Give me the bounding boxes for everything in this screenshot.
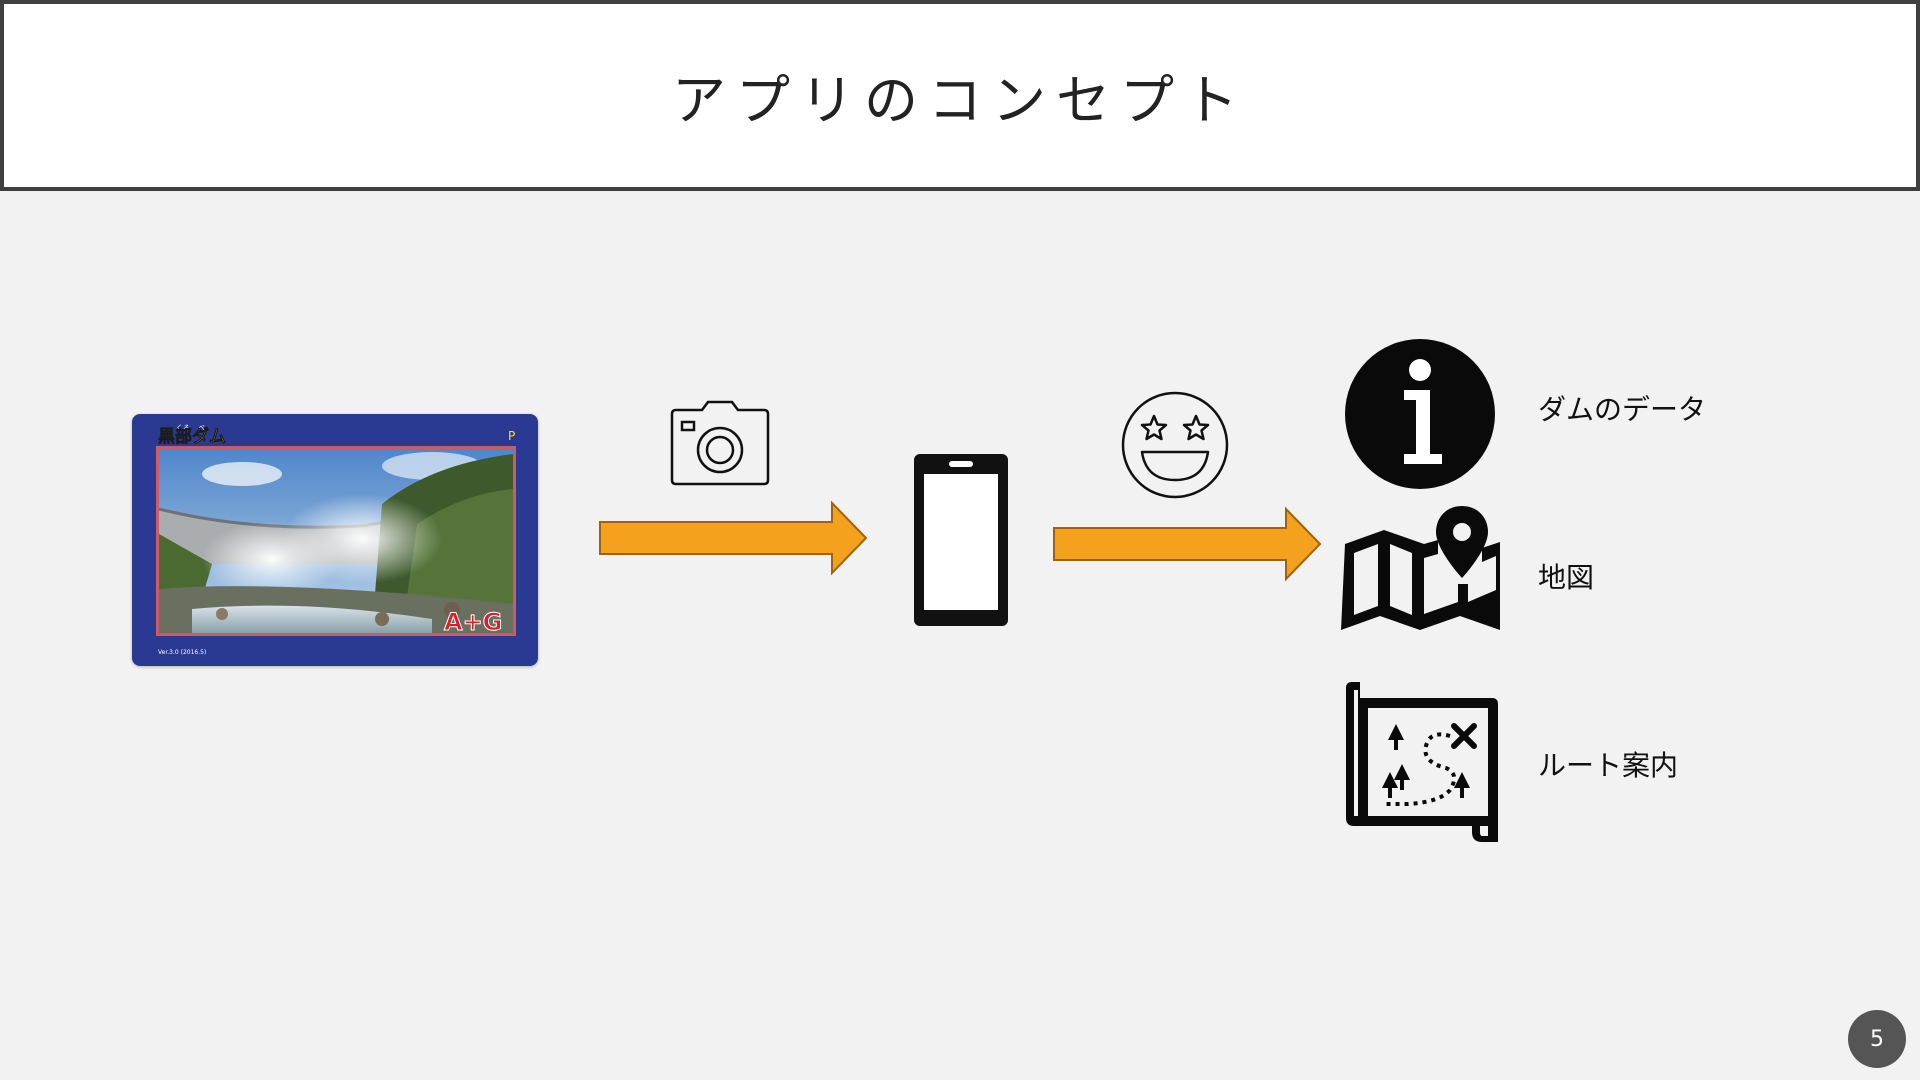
card-classification-badge: A+G xyxy=(444,608,502,636)
arrow-right-1 xyxy=(599,500,868,576)
info-icon xyxy=(1345,339,1495,489)
feature-label-route-guide: ルート案内 xyxy=(1538,749,1679,782)
card-photo xyxy=(158,449,513,633)
feature-label-dam-data: ダムのデータ xyxy=(1538,393,1707,426)
smartphone-icon xyxy=(914,454,1008,626)
card-version: Ver.3.0 (2016.5) xyxy=(158,649,206,656)
star-eyes-face-icon xyxy=(1121,391,1229,499)
page-number-badge: 5 xyxy=(1848,1010,1906,1068)
camera-icon xyxy=(670,400,770,486)
card-furigana-1: くろ xyxy=(176,424,190,432)
title-bar: アプリのコンセプト xyxy=(0,0,1920,191)
feature-label-map: 地図 xyxy=(1538,561,1595,594)
card-title: 黒部ダム xyxy=(158,426,226,447)
dam-card-image: くろ べ 黒部ダム P A+G Ver.3.0 (2016.5) xyxy=(132,414,538,666)
map-pin-icon xyxy=(1341,506,1500,630)
slide-title: アプリのコンセプト xyxy=(672,69,1248,132)
treasure-route-map-icon xyxy=(1346,682,1498,842)
card-furigana-2: べ xyxy=(198,424,205,432)
arrow-right-2 xyxy=(1053,506,1322,582)
card-letter: P xyxy=(508,429,515,443)
